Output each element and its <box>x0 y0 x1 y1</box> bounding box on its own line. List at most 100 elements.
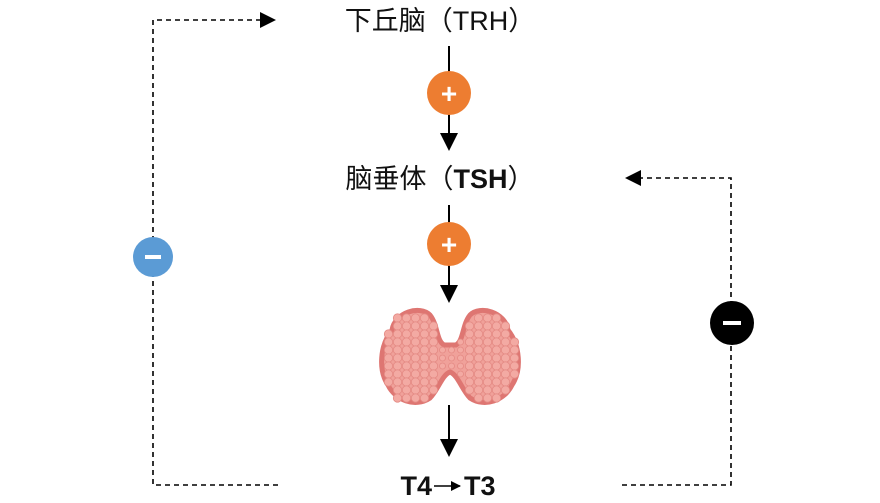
thyroid-follicle <box>448 354 455 362</box>
thyroid-follicle <box>392 393 403 403</box>
thyroid-follicle <box>392 337 403 347</box>
thyroid-follicle <box>491 313 502 323</box>
thyroid-follicle <box>410 369 421 379</box>
thyroid-follicle <box>509 369 520 379</box>
thyroid-follicle <box>401 353 412 363</box>
thyroid-follicle <box>491 393 502 403</box>
thyroid-follicle <box>491 337 502 347</box>
thyroid-follicle <box>500 329 511 339</box>
thyroid-follicle <box>383 337 394 347</box>
thyroid-follicle <box>392 353 403 363</box>
thyroid-follicle <box>464 321 475 331</box>
thyroid-follicle <box>457 362 464 370</box>
thyroid-follicle <box>428 385 439 395</box>
thyroid-follicle <box>419 329 430 339</box>
thyroid-follicle <box>491 353 502 363</box>
thyroid-follicle <box>464 337 475 347</box>
thyroid-follicle <box>491 329 502 339</box>
thyroid-follicle <box>473 369 484 379</box>
thyroid-follicle <box>457 370 464 378</box>
arrowhead-to-hypothalamus <box>260 12 276 28</box>
thyroid-follicle <box>482 345 493 355</box>
thyroid-follicle <box>500 369 511 379</box>
thyroid-follicle <box>419 393 430 403</box>
thyroid-follicle <box>482 313 493 323</box>
thyroid-follicle <box>392 377 403 387</box>
thyroid-follicle <box>473 393 484 403</box>
thyroid-follicle <box>439 354 446 362</box>
thyroid-follicle <box>392 329 403 339</box>
thyroid-follicle <box>410 313 421 323</box>
thyroid-follicle <box>448 346 455 354</box>
thyroid-follicle <box>419 377 430 387</box>
thyroid-follicle <box>383 369 394 379</box>
thyroid-follicle <box>428 321 439 331</box>
thyroid-follicle <box>457 346 464 354</box>
thyroid-follicle <box>491 361 502 371</box>
thyroid-follicle <box>383 377 394 387</box>
thyroid-follicle <box>500 377 511 387</box>
thyroid-follicle <box>410 377 421 387</box>
thyroid-follicle <box>509 345 520 355</box>
thyroid-follicle <box>392 361 403 371</box>
thyroid-follicle <box>419 385 430 395</box>
thyroid-follicle <box>491 377 502 387</box>
thyroid-follicle <box>428 329 439 339</box>
thyroid-follicle <box>410 337 421 347</box>
thyroid-follicle <box>473 385 484 395</box>
thyroid-follicle <box>410 385 421 395</box>
thyroid-follicle <box>410 353 421 363</box>
svg-text:+: + <box>441 229 457 260</box>
thyroid-follicle <box>383 345 394 355</box>
thyroid-follicle <box>473 361 484 371</box>
inhibit-badge-left: − <box>133 237 173 277</box>
thyroid-follicle <box>500 337 511 347</box>
thyroid-follicle <box>401 369 412 379</box>
thyroid-follicle <box>401 313 412 323</box>
thyroid-follicle <box>500 361 511 371</box>
thyroid-follicle <box>419 345 430 355</box>
thyroid-follicle <box>482 361 493 371</box>
thyroid-follicle <box>428 337 439 347</box>
thyroid-follicle <box>419 361 430 371</box>
thyroid-follicle <box>401 329 412 339</box>
thyroid-follicle <box>410 321 421 331</box>
thyroid-follicle <box>482 337 493 347</box>
thyroid-follicle <box>482 377 493 387</box>
thyroid-follicle <box>500 321 511 331</box>
arrowhead-to-pituitary <box>625 170 641 186</box>
t4-to-t3-label: T4 T3 <box>400 471 495 501</box>
thyroid-follicle <box>509 337 520 347</box>
thyroid-follicle <box>392 385 403 395</box>
thyroid-follicle <box>509 353 520 363</box>
thyroid-follicle <box>473 377 484 387</box>
thyroid-follicle <box>410 345 421 355</box>
thyroid-follicle <box>500 385 511 395</box>
thyroid-follicle <box>500 345 511 355</box>
thyroid-gland-illustration <box>379 308 521 405</box>
arrow-thyroid-to-hormones <box>440 405 458 457</box>
minus-icon <box>723 321 741 325</box>
thyroid-follicle <box>428 377 439 387</box>
thyroid-follicle <box>401 321 412 331</box>
thyroid-follicle <box>464 377 475 387</box>
thyroid-follicle <box>428 369 439 379</box>
thyroid-follicle <box>473 321 484 331</box>
thyroid-follicle <box>482 329 493 339</box>
thyroid-follicle <box>428 353 439 363</box>
thyroid-follicle <box>482 393 493 403</box>
thyroid-follicle <box>401 345 412 355</box>
thyroid-follicle <box>410 361 421 371</box>
thyroid-follicle <box>439 362 446 370</box>
stimulate-badge-1: + <box>427 71 471 115</box>
thyroid-follicle <box>464 361 475 371</box>
thyroid-follicle <box>482 385 493 395</box>
hypothalamus-label: 下丘脑（TRH） <box>345 6 536 36</box>
thyroid-follicle <box>392 321 403 331</box>
thyroid-follicle <box>464 345 475 355</box>
thyroid-follicle <box>491 369 502 379</box>
thyroid-follicle <box>464 353 475 363</box>
thyroid-follicle <box>473 329 484 339</box>
thyroid-follicle <box>457 338 464 346</box>
